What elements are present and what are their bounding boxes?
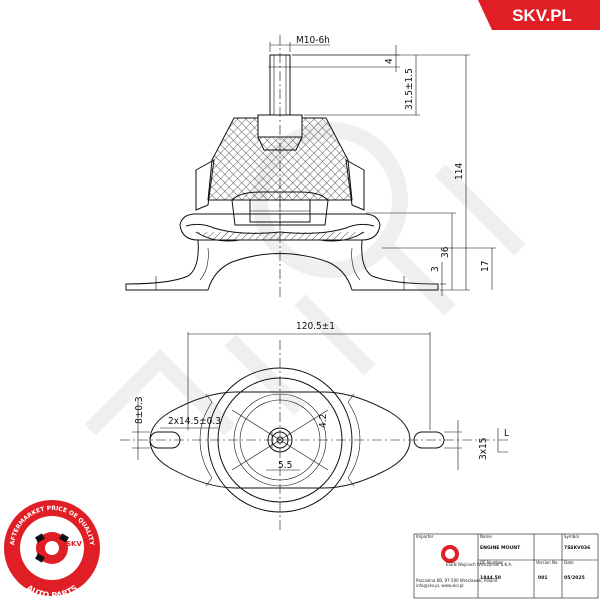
dim-bolt-height: 31.5±1.5 [404, 68, 415, 110]
dim-hole-depth: 8±0.3 [134, 396, 145, 424]
company-name: ESEN Wojciech Wroczynski S.K.A. [446, 562, 512, 567]
dim-3: 3 [430, 266, 441, 272]
dim-5-5: 5.5 [278, 460, 292, 471]
product-name: ENGINE MOUNT [480, 545, 521, 551]
dim-thread: M10-6h [296, 35, 330, 46]
label-version: Version No [536, 560, 558, 565]
drawing-date: 05/2025 [564, 575, 585, 581]
dim-17: 17 [480, 261, 491, 272]
seal-center-text: SKV [66, 540, 82, 548]
company-contact: info@skv.pl, www.skv.pl [416, 583, 464, 588]
company-address: Pszczelna 6B, 97-500 Wroclawek, Poland [416, 578, 498, 583]
dim-bolt-top: 4 [384, 58, 395, 64]
dim-total-height: 114 [454, 163, 465, 180]
label-date: Date [564, 560, 574, 565]
dim-36: 36 [440, 246, 451, 258]
side-mark-l: L [504, 428, 509, 439]
side-dimensions: M10-6h 4 31.5±1.5 114 36 17 3 [269, 35, 496, 296]
title-block: Importer Name Symbol ENGINE MOUNT 7SSKV0… [413, 533, 599, 599]
version-number: 001 [538, 575, 548, 581]
label-oe: OE Number [480, 560, 503, 565]
dim-slot: 3x15 [478, 438, 489, 461]
label-symbol: Symbol [564, 534, 579, 539]
skv-logo: SKV.PL [478, 0, 600, 30]
quality-seal: AFTERMARKET PRICE OE QUALITY AUTO PARTS … [4, 500, 100, 600]
oe-number: 1844.50 [480, 575, 501, 581]
dim-hole-spacing: 2x14.5±0.3 [168, 416, 221, 427]
label-producer: Importer [416, 534, 434, 539]
dim-4-2: 4.2 [318, 414, 329, 428]
product-symbol: 7SSKV036 [564, 545, 590, 551]
logo-text: SKV.PL [512, 6, 572, 25]
dim-width: 120.5±1 [296, 321, 335, 332]
top-view [120, 340, 510, 530]
label-name: Name [480, 534, 492, 539]
side-section-view [125, 35, 439, 300]
top-dimensions: 120.5±1 8±0.3 2x14.5±0.3 4.2 5.5 3x15 L [132, 321, 509, 471]
